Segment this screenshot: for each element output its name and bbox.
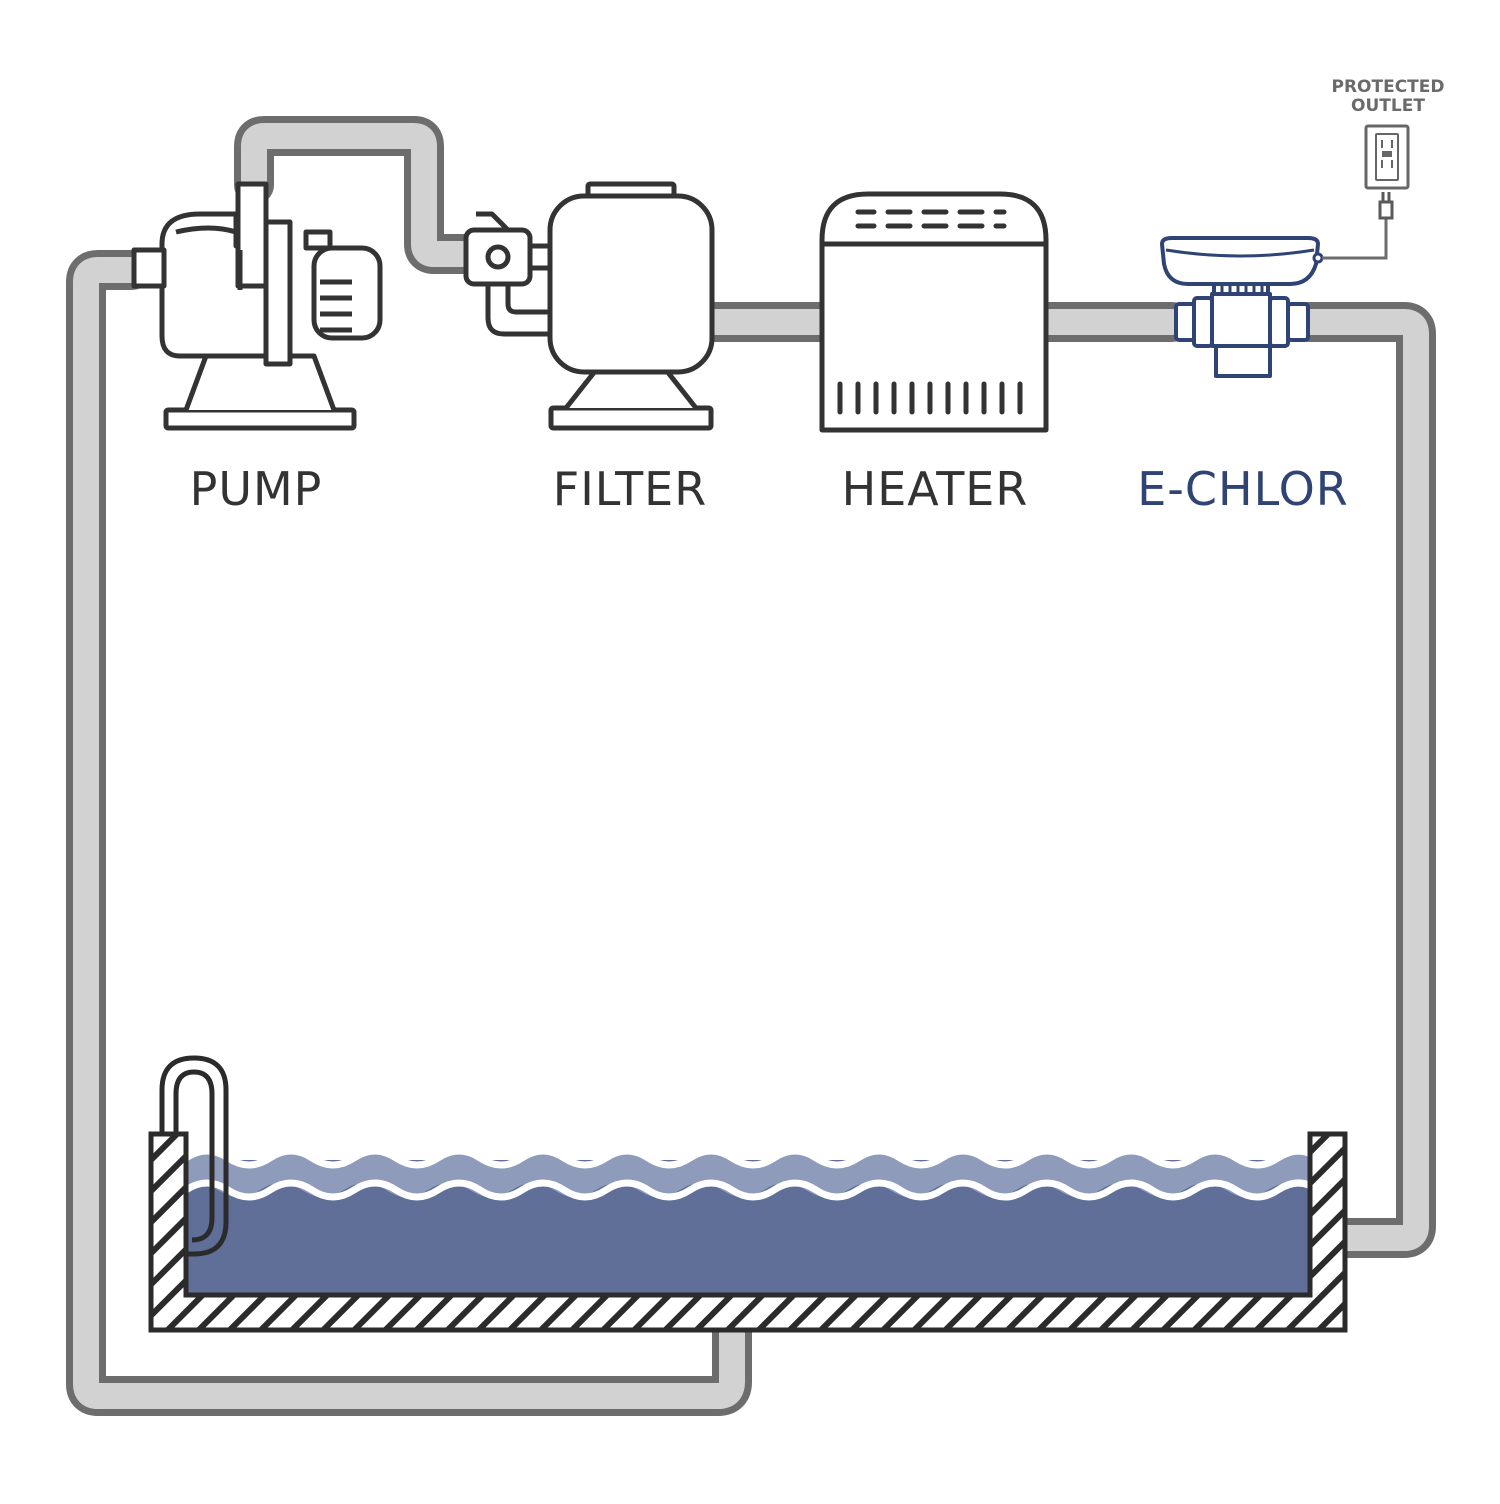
pool-wall xyxy=(148,1131,1348,1333)
heater-label: HEATER xyxy=(841,462,1029,516)
power-cord xyxy=(1322,218,1388,260)
pipe-return-line xyxy=(1288,302,1436,1258)
echlor-icon xyxy=(1160,236,1324,378)
outlet-label-line2: OUTLET xyxy=(1351,96,1425,116)
outlet-label-line1: PROTECTED xyxy=(1331,77,1445,97)
skimmer-intake xyxy=(159,1055,229,1257)
pump-icon xyxy=(131,181,383,431)
echlor-label: E-CHLOR xyxy=(1137,462,1349,516)
protected-outlet-label: PROTECTED OUTLET xyxy=(1318,78,1458,116)
outlet-icon xyxy=(1364,124,1410,190)
heater-icon xyxy=(819,191,1049,433)
pipe-network xyxy=(66,116,1436,1416)
plug-icon xyxy=(1378,192,1394,220)
filter-label: FILTER xyxy=(552,462,708,516)
pool xyxy=(148,1055,1348,1333)
pump-label: PUMP xyxy=(189,462,323,516)
filter-icon xyxy=(463,181,715,431)
